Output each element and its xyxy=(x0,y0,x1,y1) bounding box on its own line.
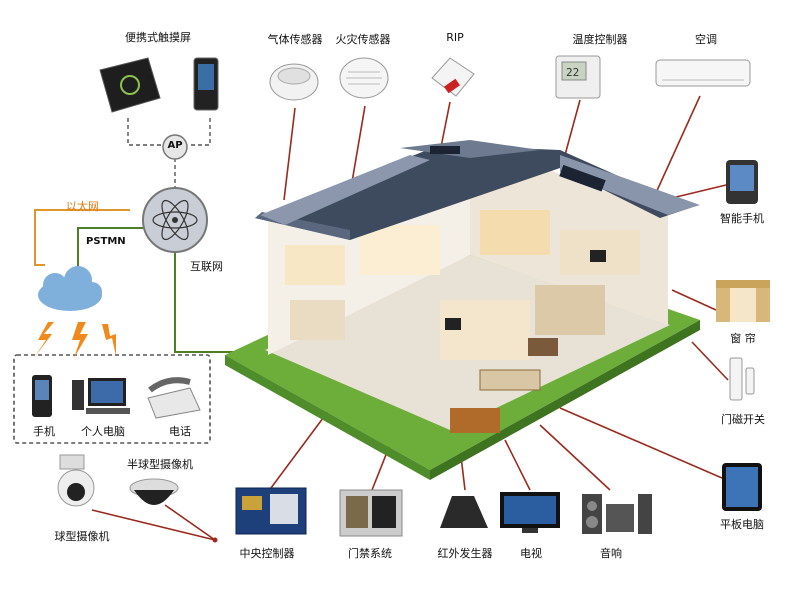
dome-camera-icon xyxy=(129,478,179,505)
curtain-label: 窗 帘 xyxy=(730,332,756,345)
thermostat-icon: 22 xyxy=(555,55,601,99)
tv-icon xyxy=(500,492,560,533)
pc-icon xyxy=(72,378,130,414)
ir-emitter-icon xyxy=(440,496,488,528)
fire-sensor-icon xyxy=(339,57,389,99)
smartphone-label: 智能手机 xyxy=(720,212,764,225)
house-icon xyxy=(225,140,700,480)
ir-label: 红外发生器 xyxy=(437,547,493,560)
ap-node-icon xyxy=(162,134,188,160)
telephone-icon xyxy=(147,377,201,419)
gas-sensor-icon xyxy=(269,63,319,101)
internet-label: 互联网 xyxy=(190,260,223,273)
speaker-icon xyxy=(582,494,652,534)
svg-text:22: 22 xyxy=(566,66,579,79)
internet-hub-icon xyxy=(142,187,208,253)
phone-label: 手机 xyxy=(33,425,55,438)
mobile-phone-icon xyxy=(32,375,52,417)
smartphone-icon xyxy=(726,160,758,204)
door-switch-label: 门磁开关 xyxy=(721,413,765,426)
thermostat-label: 温度控制器 xyxy=(572,33,628,46)
controller-label: 中央控制器 xyxy=(239,547,295,560)
fire-sensor-label: 火灾传感器 xyxy=(335,33,391,46)
access-panel-icon xyxy=(339,489,403,537)
gas-sensor-label: 气体传感器 xyxy=(267,33,323,46)
controller-board-icon xyxy=(235,487,307,535)
ball-camera-label: 球型摄像机 xyxy=(54,530,110,543)
rip-label: RIP xyxy=(446,31,464,44)
aircon-icon xyxy=(655,59,751,87)
pstmn-label: PSTMN xyxy=(86,236,126,247)
pc-label: 个人电脑 xyxy=(81,425,125,438)
rip-sensor-icon xyxy=(431,57,475,97)
aircon-label: 空调 xyxy=(695,33,717,46)
ethernet-label: 以太网 xyxy=(66,200,99,213)
ball-camera-icon xyxy=(57,454,95,507)
audio-label: 音响 xyxy=(600,547,622,560)
lightning-icon xyxy=(34,322,116,358)
ap-label: AP xyxy=(167,140,183,151)
cloud-icon xyxy=(38,266,102,311)
tablet-label: 平板电脑 xyxy=(720,518,764,531)
curtain-icon xyxy=(716,280,770,322)
telephone-label: 电话 xyxy=(169,425,191,438)
door-switch-icon xyxy=(729,357,755,401)
touchscreen-label: 便携式触摸屏 xyxy=(125,31,191,44)
access-label: 门禁系统 xyxy=(348,547,392,560)
tv-label: 电视 xyxy=(520,547,542,560)
touchscreen-icon xyxy=(99,57,219,113)
tablet-icon xyxy=(722,463,762,511)
dome-camera-label: 半球型摄像机 xyxy=(127,458,193,471)
